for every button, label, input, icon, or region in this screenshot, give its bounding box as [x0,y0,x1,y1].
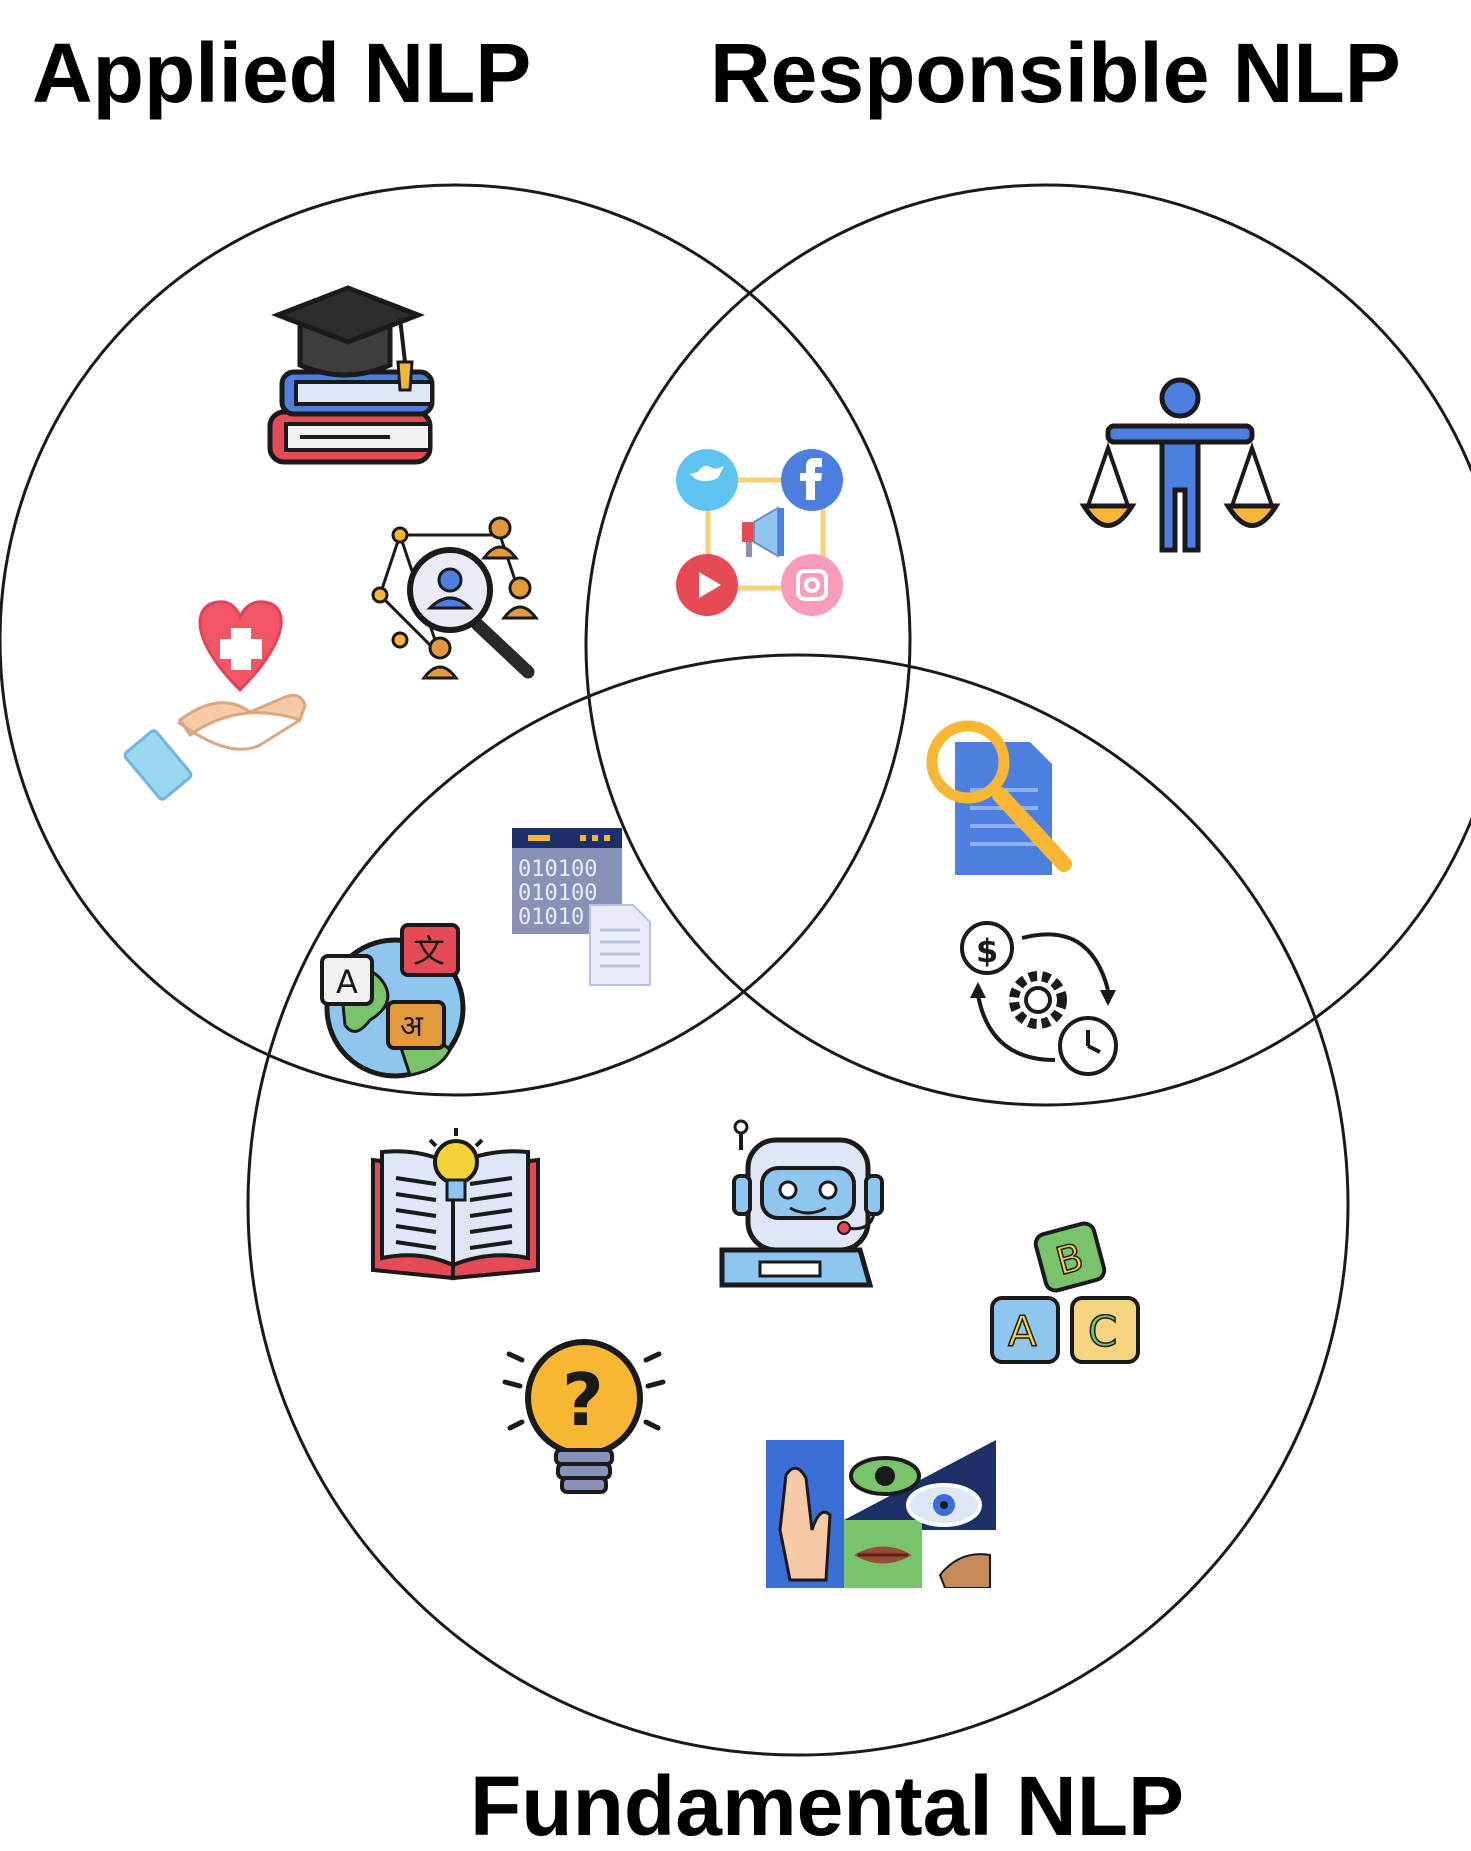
multilingual-globe-icon: A 文 अ [320,923,466,1079]
dollar-glyph: $ [976,932,998,970]
document-search-icon [926,720,1072,875]
abc-blocks-icon: B A C [990,1221,1140,1364]
binary-line-1: 010100 [518,857,597,882]
circle-fundamental-nlp [246,653,1350,1757]
devanagari-glyph: अ [400,1009,424,1044]
multimodal-senses-icon [766,1440,996,1588]
block-letter-c: C [1088,1307,1117,1356]
people-network-search-icon [371,516,539,680]
question-glyph: ? [562,1358,604,1442]
knowledge-book-icon [371,1128,540,1281]
circle-responsible-nlp [584,183,1471,1107]
graduation-cap-books-icon [267,285,435,465]
title-responsible-nlp: Responsible NLP [710,26,1401,120]
binary-data-document-icon: 010100 010100 01010 [512,828,651,986]
chinese-glyph: 文 [413,932,445,970]
title-applied-nlp: Applied NLP [32,26,531,120]
title-fundamental-nlp: Fundamental NLP [470,1759,1184,1851]
question-bulb-icon: ? [502,1339,666,1494]
cost-time-settings-icon: $ [960,921,1118,1076]
binary-line-3: 01010 [518,905,584,930]
chatbot-robot-icon [719,1119,884,1288]
megaphone-icon [742,506,784,558]
justice-scales-icon [1079,377,1281,553]
block-letter-a: A [1008,1307,1037,1356]
latin-glyph: A [336,963,358,1001]
healthcare-hand-heart-icon [123,600,307,801]
circle-applied-nlp [0,183,912,1097]
binary-line-2: 010100 [518,881,597,906]
social-media-icon [676,449,843,616]
